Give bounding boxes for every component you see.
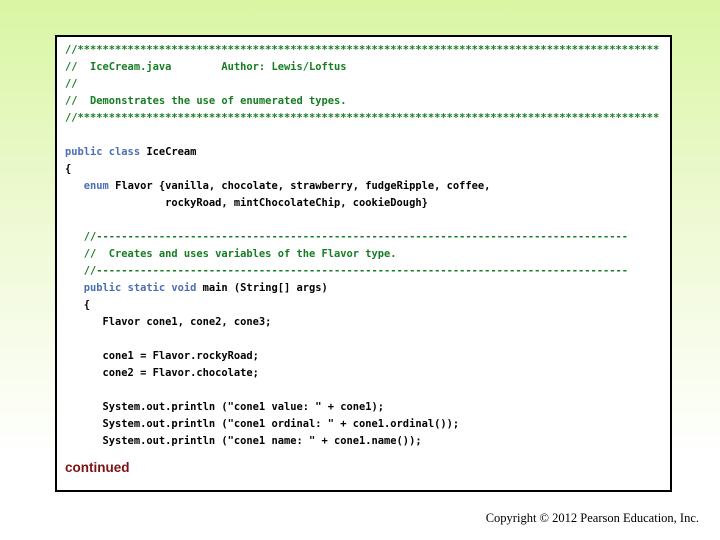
code-line: System.out.println ("cone1 ordinal: " + … <box>65 418 460 430</box>
code-line <box>65 212 666 229</box>
code-line: // Demonstrates the use of enumerated ty… <box>65 95 347 107</box>
code-line: System.out.println ("cone1 value: " + co… <box>65 401 385 413</box>
code-line: enum Flavor {vanilla, chocolate, strawbe… <box>83 180 491 192</box>
code-line: cone1 = Flavor.rockyRoad; <box>65 350 259 362</box>
code-line: //**************************************… <box>65 44 660 56</box>
continued-label: continued <box>65 460 130 475</box>
code-line: // <box>65 78 78 90</box>
code-line <box>65 331 666 348</box>
code-line: public static void main (String[] args) <box>83 282 328 294</box>
code-line: { <box>65 299 91 311</box>
code-line: { <box>65 163 72 175</box>
code-line: public class IceCream <box>65 146 197 158</box>
code-line: cone2 = Flavor.chocolate; <box>65 367 259 379</box>
code-listing: //**************************************… <box>65 42 666 450</box>
copyright-text: Copyright © 2012 Pearson Education, Inc. <box>485 511 699 525</box>
code-line: rockyRoad, mintChocolateChip, cookieDoug… <box>65 197 428 209</box>
code-line: //**************************************… <box>65 112 660 124</box>
code-line <box>65 127 666 144</box>
code-line: System.out.println ("cone1 name: " + con… <box>65 435 422 447</box>
code-line <box>65 382 666 399</box>
code-line: Flavor cone1, cone2, cone3; <box>65 316 272 328</box>
code-line: //--------------------------------------… <box>65 265 629 277</box>
code-line: // Creates and uses variables of the Fla… <box>65 248 397 260</box>
code-line: //--------------------------------------… <box>65 231 629 243</box>
code-line: // IceCream.java Author: Lewis/Loftus <box>65 61 347 73</box>
code-box: //**************************************… <box>55 35 672 492</box>
